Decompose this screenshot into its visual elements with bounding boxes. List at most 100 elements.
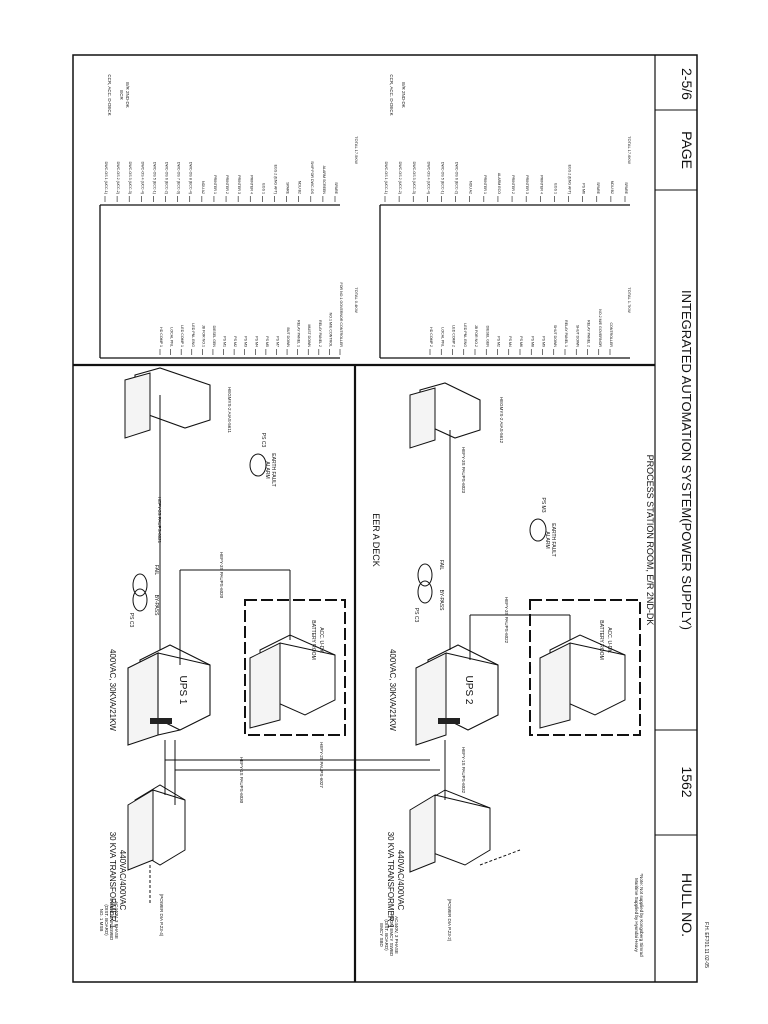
lower-left-load-11: SHUT DOWN [553, 325, 557, 347]
lower-battery-acc: ACC. U-DK [606, 627, 612, 653]
upper-right-load-15: SPARE [286, 182, 290, 195]
upper-right-load-9: PRINTER 1 [213, 175, 217, 194]
lower-total-left: TOTAL 1.7KW [627, 287, 632, 313]
lower-right-load-3: DWC-OS 4 (UCC-4) [426, 162, 430, 194]
lower-total-right: TOTAL 17.6KW [627, 136, 632, 164]
upper-earth-fault-code: PS C3 [260, 433, 266, 448]
lower-left-load-16: CONTROLLER [609, 322, 613, 347]
hull-number: 1562 [679, 766, 695, 797]
transformer-1-rating: 440VAC/400VAC [118, 850, 127, 911]
upper-left-load-10: PS M5 [265, 336, 269, 347]
upper-left-load-7: PS M2 [233, 336, 237, 347]
upper-left-load-17: FOR NO.1 GOVERNOR CONTROLLER [339, 283, 343, 348]
upper-alarm-bypass: BY-PASS [153, 595, 159, 617]
upper-left-load-14: MUST DOWN [307, 325, 311, 348]
upper-cable-battery-label: HEFY-3S PAUPS-6020 [219, 552, 224, 599]
upper-left-load-2: LED COMP 1 [180, 325, 184, 347]
lower-alarm-bypass-icon [417, 580, 433, 604]
lower-left-load-6: PS M2 [497, 336, 501, 347]
upper-right-load-16: NDU B2 [298, 181, 302, 194]
lower-alarm-bypass: BY-PASS [438, 590, 444, 612]
lower-left-load-10: PS M9 [542, 336, 546, 347]
lower-right-load-7: PRINTER 1 [483, 175, 487, 194]
lower-battery-room-frame [529, 599, 641, 736]
lower-left-load-15: NO.2 M/E GOVERNOR [598, 309, 602, 347]
ups-1-label: UPS 1 [177, 676, 188, 705]
upper-battery-room-frame [244, 599, 346, 736]
lower-cable-main-label: HEFY-1S PAUPS-6032 [461, 747, 466, 794]
lower-earth-fault-icon [529, 518, 547, 542]
upper-group-label-3: E/R 2ND-DK [125, 82, 130, 108]
ups-1-rating: 400VAC, 30KVA/21KW [108, 649, 117, 731]
lower-left-load-5: DIESEL GEN [485, 326, 489, 348]
upper-left-load-6: PS M1 [223, 336, 227, 347]
upper-left-load-4: JB FOR NO.1 [201, 325, 205, 347]
lower-left-load-2: LED COMP 2 [452, 325, 456, 347]
upper-right-load-2: DWC-OS 3 (UCC-3) [128, 162, 132, 194]
lower-right-load-6: NDU A2 [469, 181, 473, 194]
lower-right-load-2: DWC-OS 3 (UCC-3) [412, 162, 416, 194]
upper-right-load-7: DWC-OS 8 (ECC-4) [189, 162, 193, 194]
upper-left-load-13: RELAY PANEL 1 [297, 320, 301, 347]
upper-left-load-0: HD COMP 1 [159, 327, 163, 347]
lower-alarm-fail-icon [417, 563, 433, 587]
upper-group-label-1: CCR, ACC. D-DECK [107, 74, 112, 115]
transformer-2-title: 30 KVA TRANSFORMER 1 [386, 832, 395, 929]
upper-left-load-5: DIESEL GEN [212, 326, 216, 348]
upper-cable-out-label: HEFY-3S PAUPS-6021 [157, 497, 162, 544]
lower-right-load-12: EGS 1 [553, 183, 557, 194]
upper-left-load-12: BUT DOWN [286, 328, 290, 348]
lower-dist-box [409, 382, 481, 449]
upper-right-load-19: SPARE [334, 182, 338, 195]
upper-earth-fault-label: EARTH FAULTALARM [264, 453, 276, 486]
upper-left-load-9: PS M4 [254, 336, 258, 347]
upper-total-right: TOTAL 17.5KW [354, 136, 359, 164]
lower-earth-fault-label: EARTH FAULTALARM [544, 523, 556, 556]
form-number: F.H. EF701.11 02-05 [703, 922, 709, 968]
upper-alarm-bypass-icon [132, 588, 148, 612]
upper-right-load-4: DWC-OS 5 (ECC-1) [152, 162, 156, 194]
upper-right-load-14: EGS 2 (ENG AFT) [273, 165, 277, 194]
upper-right-load-8: NDU A2 [201, 181, 205, 194]
upper-earth-fault-icon [249, 453, 267, 477]
footnote: *Note: Not supplied by Kongsberg SimradM… [634, 873, 644, 957]
system-title: INTEGRATED AUTOMATION SYSTEM(POWER SUPPL… [679, 290, 694, 630]
lower-left-load-7: PS M4 [508, 336, 512, 347]
lower-power-system: 30 KVA TRANSFORMER 1 440VAC/400VAC AC440… [379, 74, 641, 957]
upper-right-load-18: ALARM SCREEN [322, 166, 326, 195]
upper-right-load-11: PRINTER 3 [237, 175, 241, 194]
ups-1-unit [127, 644, 211, 746]
deck-label: EER A DECK [371, 513, 381, 567]
lower-right-load-1: DWC-OS 2 (UCC-2) [398, 162, 402, 194]
lower-left-load-12: RELAY PANEL 1 [564, 320, 568, 347]
upper-left-load-15: RELAY PANEL 2 [318, 320, 322, 347]
upper-group-label-2: ECR [119, 90, 124, 100]
lower-right-load-15: SPARE [596, 182, 600, 195]
lower-alarm-group: FAIL BY-PASS PS C3 [413, 560, 444, 623]
upper-right-load-17: SHIP FOR DWC-OS [310, 161, 314, 194]
upper-cable-bypass-label: HEFY-25 PAUPS-6027 [319, 742, 324, 788]
upper-left-load-11: PS M7 [275, 336, 279, 347]
upper-right-load-6: DWC-OS 7 (ECC-3) [177, 162, 181, 194]
lower-earth-fault-code: PS M3 [540, 497, 546, 512]
upper-dist-label: HEGMYS-2 AIAS-5611 [227, 387, 232, 433]
lower-right-load-16: NDU B2 [610, 181, 614, 194]
upper-right-load-list: DWC-OS 1 (UCC-1)DWC-OS 2 (UCC-2)DWC-OS 3… [104, 161, 338, 202]
page-label: PAGE [679, 131, 695, 169]
ups-2-label: UPS 2 [463, 676, 474, 705]
lower-right-load-list: DWC-OS 1 (UCC-1)DWC-OS 2 (UCC-2)DWC-OS 3… [384, 162, 628, 202]
upper-battery-acc: ACC. U-DK [318, 627, 324, 653]
lower-right-load-14: PS M6 [582, 183, 586, 194]
transformer-2-source: AC440V, 3 PHASEFROM EMCY SWBD(DIST. BOAR… [379, 914, 399, 957]
lower-earth-fault: EARTH FAULTALARM PS M3 [529, 497, 556, 557]
upper-right-load-13: EGS 1 [261, 183, 265, 194]
lower-battery-unit [539, 634, 626, 729]
lower-left-load-3: LED PNL ENG [463, 323, 467, 347]
ups-2-unit [415, 644, 499, 746]
lower-alarm-ps: PS C3 [413, 608, 419, 623]
upper-right-load-10: PRINTER 2 [225, 175, 229, 194]
transformer-2 [409, 789, 491, 873]
lower-cable-out-label: HEFY-3S PAUPS-6023 [461, 447, 466, 494]
